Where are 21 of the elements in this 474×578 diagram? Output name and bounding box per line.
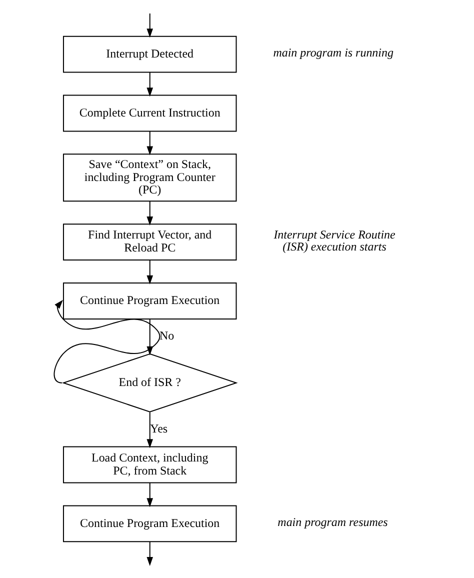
arrow <box>146 541 154 566</box>
node-box: Complete Current Instruction <box>62 94 237 132</box>
arrow <box>146 200 154 226</box>
arrow <box>146 72 154 97</box>
arrow <box>146 260 154 284</box>
node-label: Interrupt Service Routine (ISR) execution starts <box>274 228 396 254</box>
node-label: main program is running <box>273 45 394 60</box>
node-box: Interrupt Detected <box>62 36 237 73</box>
node-box: Continue Program Execution <box>62 505 237 542</box>
node-label: main program resumes <box>278 514 388 529</box>
node-diamond: End of ISR ? <box>62 353 238 412</box>
node-box: Load Context, including PC, from Stack <box>62 446 237 484</box>
node-box: Continue Program Execution <box>62 282 237 320</box>
edge-label: No <box>160 328 174 343</box>
arrow <box>146 12 154 38</box>
arrow <box>146 482 154 508</box>
arrow <box>146 412 154 448</box>
node-box: Save “Context” on Stack, including Program Counter (PC) <box>62 154 237 202</box>
arrow <box>146 130 154 156</box>
arrow <box>54 300 160 384</box>
node-box: Find Interrupt Vector, and Reload PC <box>62 224 237 261</box>
